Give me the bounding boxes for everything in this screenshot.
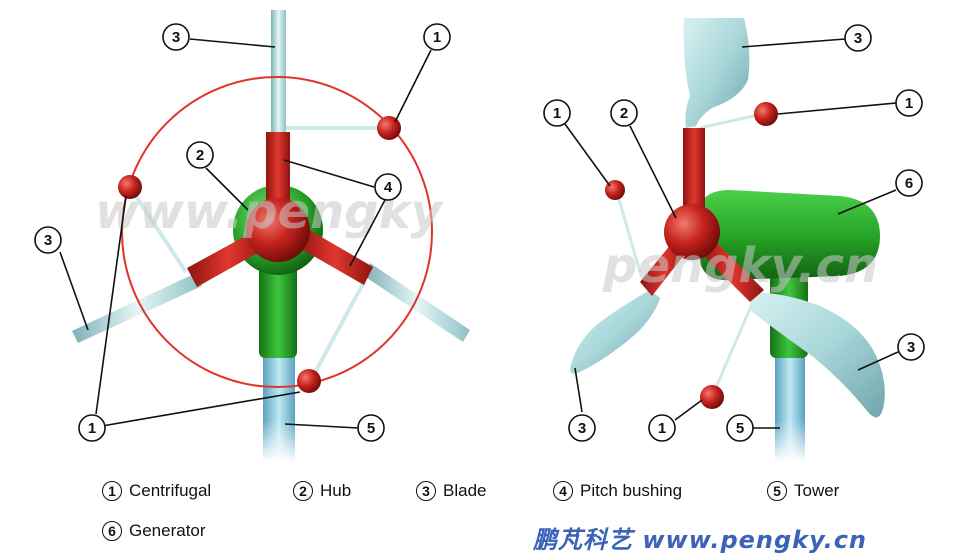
hub-front bbox=[246, 198, 310, 262]
legend-item-hub: 2 Hub bbox=[293, 481, 351, 501]
callout-1-right-top: 1 bbox=[895, 89, 923, 117]
brand-watermark: 鹏芃科艺 www.pengky.cn bbox=[533, 526, 868, 554]
svg-text:1: 1 bbox=[553, 105, 561, 122]
legend-number: 3 bbox=[416, 481, 436, 501]
legend-label: Tower bbox=[794, 481, 840, 500]
svg-text:5: 5 bbox=[367, 420, 375, 437]
centrifugal-ball-perspective bbox=[700, 385, 724, 409]
callout-1-left-top: 1 bbox=[423, 23, 451, 51]
front-view: www.pengky bbox=[72, 10, 470, 462]
callout-1-right-bottom: 1 bbox=[648, 414, 676, 442]
legend-number: 1 bbox=[102, 481, 122, 501]
legend-label: Blade bbox=[443, 481, 487, 500]
leader-lines bbox=[59, 38, 899, 429]
callout-2-right: 2 bbox=[610, 99, 638, 127]
blade-left-perspective bbox=[570, 290, 660, 374]
legend-number: 4 bbox=[553, 481, 573, 501]
centrifugal-ring bbox=[121, 76, 433, 388]
callout-3-right-top: 3 bbox=[844, 24, 872, 52]
svg-text:6: 6 bbox=[905, 175, 913, 192]
legend-item-blade: 3 Blade bbox=[416, 481, 486, 501]
legend-label: Hub bbox=[320, 481, 352, 500]
centrifugal-ball-front bbox=[297, 369, 321, 393]
svg-text:5: 5 bbox=[736, 420, 744, 437]
legend-number: 5 bbox=[767, 481, 787, 501]
pitch-bushing-right-perspective bbox=[700, 240, 764, 302]
legend-label: Centrifugal bbox=[129, 481, 212, 500]
blade-top-front bbox=[271, 10, 286, 138]
callouts: 3 1 2 4 3 1 5 3 1 1 2 6 3 3 1 5 bbox=[34, 23, 925, 442]
pitch-bushing-right bbox=[296, 228, 373, 285]
perspective-view: pengky.cn bbox=[570, 18, 885, 462]
callout-2-left: 2 bbox=[186, 141, 214, 169]
svg-text:3: 3 bbox=[172, 29, 180, 46]
svg-text:1: 1 bbox=[88, 420, 96, 437]
callout-5-right: 5 bbox=[726, 414, 754, 442]
hub-perspective bbox=[664, 204, 720, 260]
callout-1-right-left: 1 bbox=[543, 99, 571, 127]
callout-1-left-bottom: 1 bbox=[78, 414, 106, 442]
svg-text:2: 2 bbox=[196, 147, 204, 164]
centrifugal-ball-perspective bbox=[754, 102, 778, 126]
svg-text:3: 3 bbox=[578, 420, 586, 437]
centrifugal-ball-front bbox=[377, 116, 401, 140]
svg-text:3: 3 bbox=[854, 30, 862, 47]
svg-text:3: 3 bbox=[44, 232, 52, 249]
callout-3-left-top: 3 bbox=[162, 23, 190, 51]
legend-item-pitch-bushing: 4 Pitch bushing bbox=[553, 481, 682, 501]
legend-item-centrifugal: 1 Centrifugal bbox=[102, 481, 211, 501]
legend: 1 Centrifugal 2 Hub 3 Blade 4 Pitch bush… bbox=[0, 470, 960, 560]
legend-label: Generator bbox=[129, 521, 206, 540]
nacelle-column-front bbox=[259, 262, 297, 358]
blade-right-perspective bbox=[748, 292, 885, 418]
legend-number: 2 bbox=[293, 481, 313, 501]
blade-top-perspective bbox=[683, 18, 750, 128]
centrifugal-ball-front bbox=[118, 175, 142, 199]
legend-item-generator: 6 Generator bbox=[102, 521, 206, 541]
svg-text:3: 3 bbox=[907, 339, 915, 356]
callout-3-left-mid: 3 bbox=[34, 226, 62, 254]
pitch-bushing-top-perspective bbox=[683, 128, 705, 214]
blade-left-front bbox=[72, 273, 202, 343]
svg-text:1: 1 bbox=[905, 95, 913, 112]
legend-number: 6 bbox=[102, 521, 122, 541]
callout-4-left: 4 bbox=[374, 173, 402, 201]
legend-label: Pitch bushing bbox=[580, 481, 683, 500]
legend-item-tower: 5 Tower bbox=[767, 481, 839, 501]
callout-3-right-left: 3 bbox=[568, 414, 596, 442]
callout-3-right-bottom: 3 bbox=[897, 333, 925, 361]
svg-text:4: 4 bbox=[384, 179, 393, 196]
svg-text:1: 1 bbox=[658, 420, 666, 437]
callout-6-right: 6 bbox=[895, 169, 923, 197]
svg-text:1: 1 bbox=[433, 29, 441, 46]
svg-text:2: 2 bbox=[620, 105, 628, 122]
watermark-right: pengky.cn bbox=[602, 238, 878, 294]
generator-body bbox=[700, 190, 880, 281]
callout-5-left: 5 bbox=[357, 414, 385, 442]
blade-right-front bbox=[364, 263, 470, 342]
